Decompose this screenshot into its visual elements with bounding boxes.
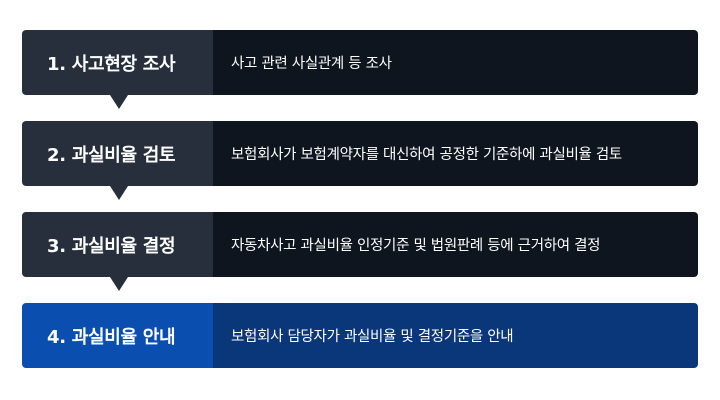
step-4-label: 4. 과실비율 안내 bbox=[22, 303, 213, 368]
step-4-description: 보험회사 담당자가 과실비율 및 결정기준을 안내 bbox=[213, 303, 698, 368]
step-4: 4. 과실비율 안내 보험회사 담당자가 과실비율 및 결정기준을 안내 bbox=[22, 303, 698, 368]
step-3-description: 자동차사고 과실비율 인정기준 및 법원판례 등에 근거하여 결정 bbox=[213, 212, 698, 277]
step-2-description: 보험회사가 보험계약자를 대신하여 공정한 기준하에 과실비율 검토 bbox=[213, 121, 698, 186]
step-1-description: 사고 관련 사실관계 등 조사 bbox=[213, 30, 698, 95]
process-flow: 1. 사고현장 조사 사고 관련 사실관계 등 조사 2. 과실비율 검토 보험… bbox=[22, 30, 698, 368]
step-2: 2. 과실비율 검토 보험회사가 보험계약자를 대신하여 공정한 기준하에 과실… bbox=[22, 121, 698, 200]
step-3: 3. 과실비율 결정 자동차사고 과실비율 인정기준 및 법원판례 등에 근거하… bbox=[22, 212, 698, 291]
step-2-label: 2. 과실비율 검토 bbox=[22, 121, 213, 186]
step-1-label: 1. 사고현장 조사 bbox=[22, 30, 213, 95]
step-3-label: 3. 과실비율 결정 bbox=[22, 212, 213, 277]
down-arrow-icon bbox=[110, 186, 128, 200]
down-arrow-icon bbox=[110, 95, 128, 109]
down-arrow-icon bbox=[110, 277, 128, 291]
step-1: 1. 사고현장 조사 사고 관련 사실관계 등 조사 bbox=[22, 30, 698, 109]
